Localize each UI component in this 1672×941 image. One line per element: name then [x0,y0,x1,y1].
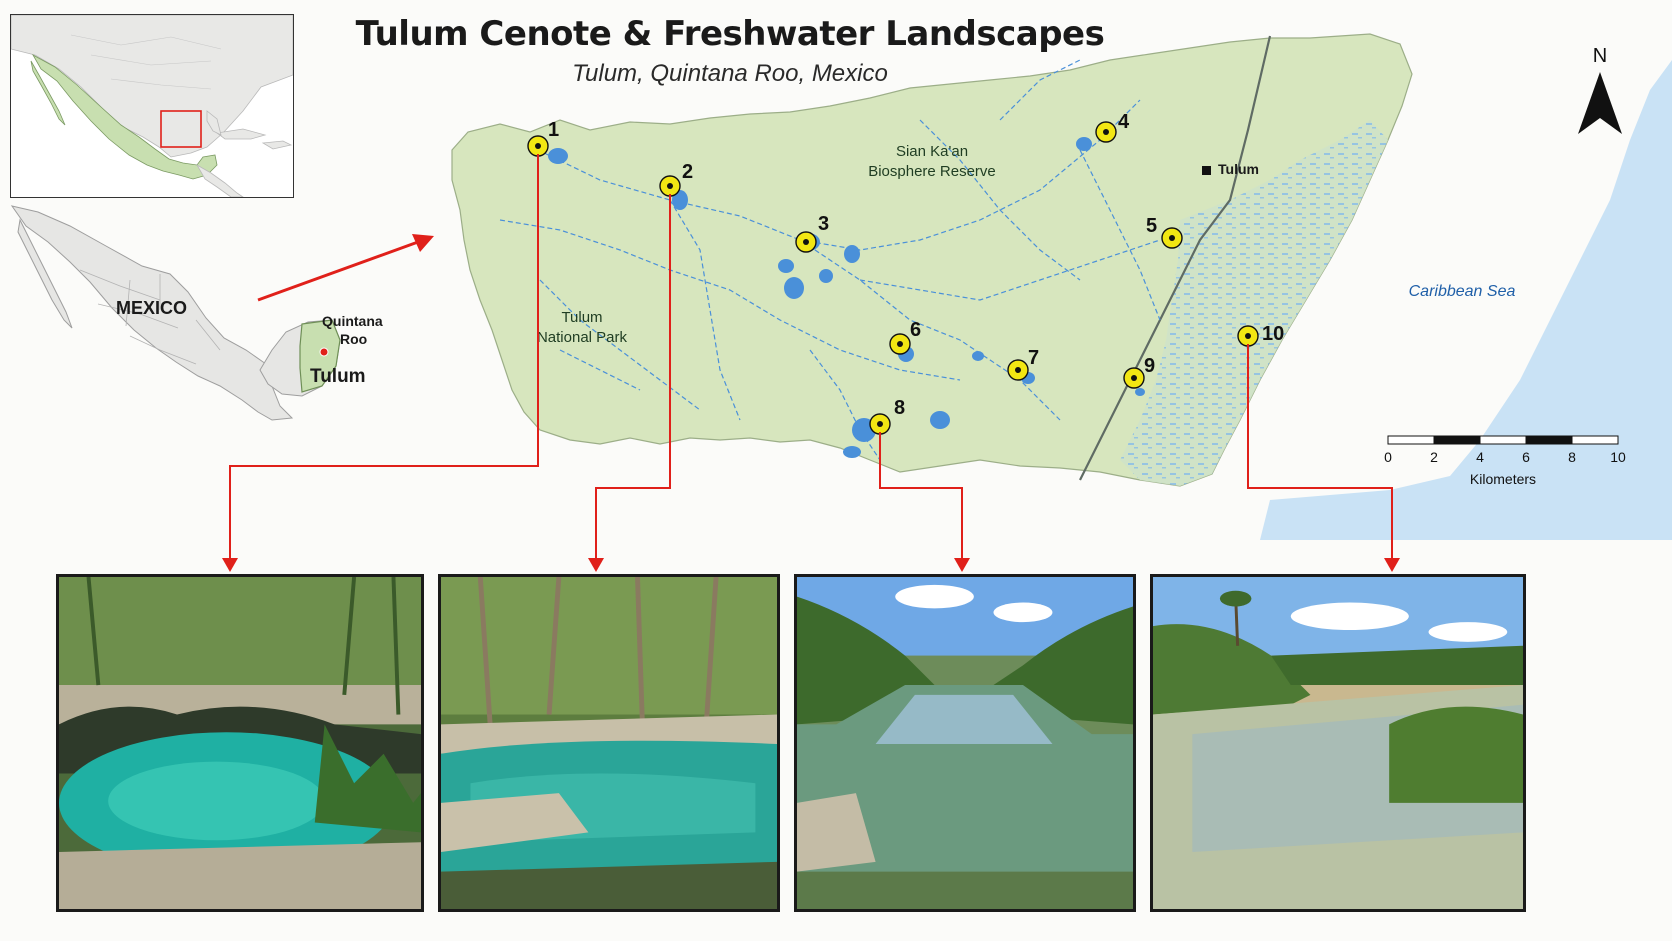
quintana-roo-shape [299,319,341,393]
park-label-2: National Park [537,329,628,346]
scale-bar: 0 2 4 6 8 10 Kilometers [1384,435,1626,487]
site-label-3: 3 [818,213,829,235]
inset-mexico-map: MEXICO Quintana Roo Tulum [10,200,420,460]
site-marker-10[interactable]: 10 [1237,323,1284,347]
north-arrow: N [1578,45,1622,134]
streams [499,59,1161,461]
site-label-1: 1 [548,119,559,141]
inset-americas-map [10,14,294,198]
site-marker-9[interactable]: 9 [1123,355,1155,389]
locator-arrow [257,234,434,302]
map-subtitle: Tulum, Quintana Roo, Mexico [572,60,888,87]
caribbean-sea-label: Caribbean Sea [1409,283,1516,300]
site-label-7: 7 [1028,347,1039,369]
main-map-svg: Sian Ka'an Biosphere Reserve Tulum Natio… [451,33,1672,540]
tulum-inset-label: Tulum [310,366,366,387]
caribbean-sea [1260,60,1672,540]
photo-site-10 [1150,574,1526,912]
scale-tick-6: 6 [1522,449,1530,465]
site-label-10: 10 [1262,323,1284,345]
tulum-town-label: Tulum [1218,161,1259,177]
scale-tick-4: 4 [1476,449,1484,465]
site-marker-3[interactable]: 3 [795,213,829,253]
scale-tick-2: 2 [1430,449,1438,465]
scale-tick-10: 10 [1610,449,1626,465]
site-label-6: 6 [910,319,921,341]
site-label-4: 4 [1118,111,1130,133]
site-label-9: 9 [1144,355,1155,377]
reserve-label-2: Biosphere Reserve [868,163,996,180]
park-label-1: Tulum [561,309,602,326]
mexico-label: MEXICO [116,298,187,318]
mexico-map-svg: MEXICO Quintana Roo Tulum [10,205,383,421]
north-label: N [1593,45,1607,67]
site-label-5: 5 [1146,215,1157,237]
quintana-roo-label-1: Quintana [322,313,383,329]
photo-cenote-cave [59,577,421,909]
main-map: Sian Ka'an Biosphere Reserve Tulum Natio… [440,20,1672,540]
quintana-roo-label-2: Roo [340,331,367,347]
photo-cenote-jungle [441,577,777,909]
tulum-dot [319,347,329,357]
photo-site-1 [56,574,424,912]
photo-site-8 [794,574,1136,912]
americas-map-svg [11,15,293,197]
scale-tick-8: 8 [1568,449,1576,465]
photo-site-2 [438,574,780,912]
locator-box [160,110,202,148]
scale-unit: Kilometers [1470,471,1536,487]
tulum-town-marker [1202,166,1211,175]
site-marker-5[interactable]: 5 [1146,215,1183,249]
site-label-8: 8 [894,397,905,419]
coastal-wetlands [1120,120,1388,486]
map-title: Tulum Cenote & Freshwater Landscapes [355,14,1105,54]
reserve-label-1: Sian Ka'an [896,143,968,160]
title-block: Tulum Cenote & Freshwater Landscapes Tul… [330,14,1130,88]
site-marker-7[interactable]: 7 [1007,347,1039,381]
site-marker-6[interactable]: 6 [889,319,921,355]
site-marker-4[interactable]: 4 [1095,111,1130,143]
photo-freshwater-channel [797,577,1133,909]
photo-coastal-mangrove [1153,577,1523,909]
scale-tick-0: 0 [1384,449,1392,465]
highway [1079,35,1272,481]
site-label-2: 2 [682,161,693,183]
